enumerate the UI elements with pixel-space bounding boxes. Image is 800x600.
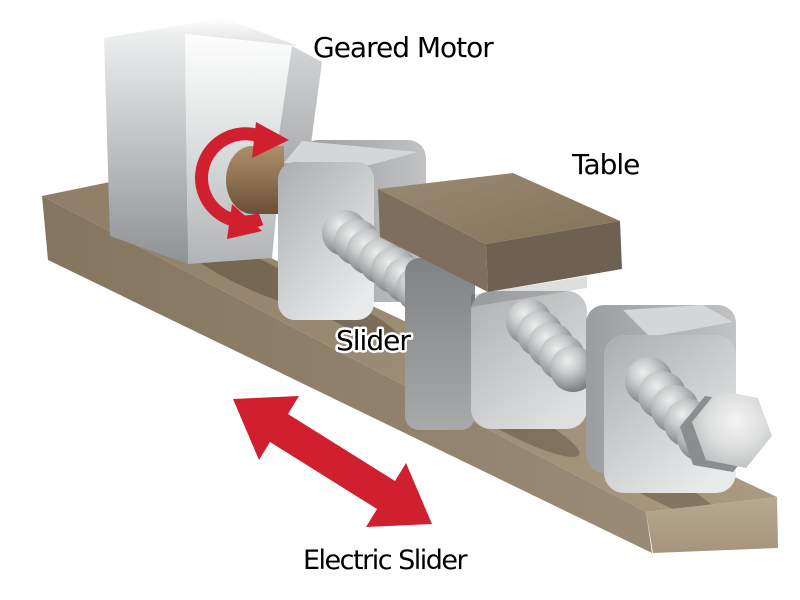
- carriage-left-face: [405, 258, 475, 430]
- table-top: [378, 173, 622, 292]
- linear-motion-arrow-shape: [233, 396, 432, 527]
- lead-screw-segment-2: [506, 299, 596, 392]
- slider-label: Slider: [336, 324, 411, 357]
- rotation-arrow-head-bottom: [227, 204, 262, 239]
- screw-hex-end: [680, 390, 772, 472]
- geared-motor-label: Geared Motor: [313, 31, 494, 64]
- motor-left-face: [104, 34, 188, 264]
- motor-shaft-end: [226, 146, 278, 214]
- rotation-arrow-head-top: [252, 122, 289, 158]
- table-label: Table: [571, 148, 639, 181]
- table-top-face: [378, 173, 620, 244]
- rotation-arrow-icon: [195, 122, 289, 239]
- slider-left-top-face: [284, 141, 418, 165]
- table-front-face: [486, 221, 622, 292]
- linear-motion-arrow-icon: [233, 396, 432, 527]
- table-carriage: [405, 258, 596, 430]
- motor-top-face: [104, 18, 298, 46]
- slider-right-top-face: [623, 305, 733, 337]
- table-left-face: [378, 189, 488, 292]
- carriage-ao-shadow: [471, 276, 587, 307]
- electric-slider-label: Electric Slider: [303, 545, 469, 576]
- base-end-face: [646, 497, 778, 553]
- hex-nut-face: [692, 390, 772, 468]
- base-front-face: [42, 196, 652, 553]
- screw-thread-ball: [550, 346, 596, 392]
